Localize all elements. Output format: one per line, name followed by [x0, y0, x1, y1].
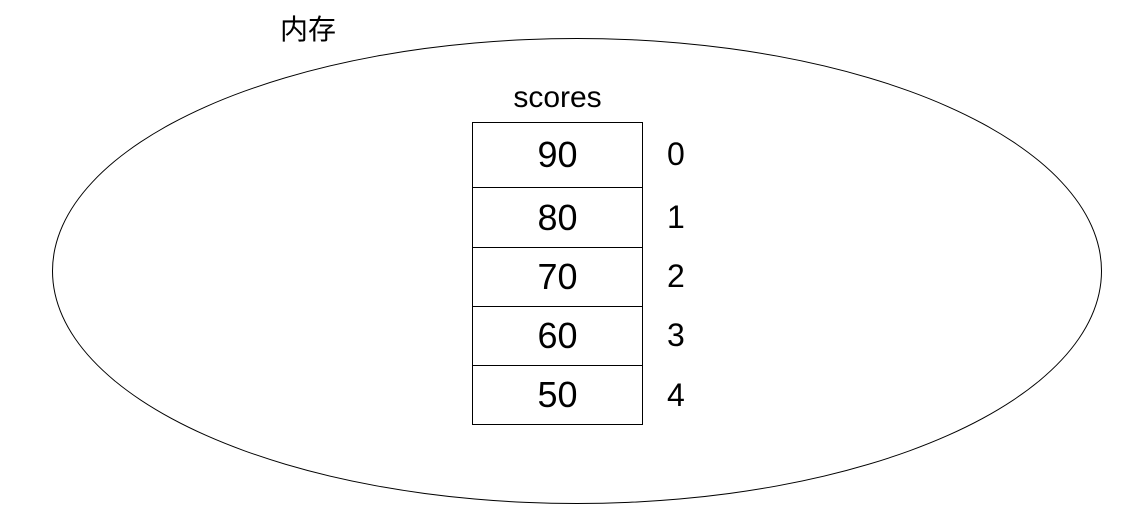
- array-cell-2: 70: [473, 248, 642, 307]
- array-cell-0: 90: [473, 123, 642, 188]
- array-index-1: 1: [667, 198, 685, 235]
- index-column: 0 1 2 3 4: [663, 122, 713, 425]
- memory-label: 内存: [280, 14, 337, 45]
- array-cell-4: 50: [537, 374, 578, 415]
- array-index-4: 4: [667, 376, 685, 413]
- memory-boundary-ellipse: [52, 38, 1102, 504]
- array-name-label: scores: [513, 81, 602, 114]
- array-cell-1: 80: [473, 188, 642, 248]
- array-table: 90 80 70 60 50: [472, 122, 643, 425]
- array-index-3: 3: [667, 317, 685, 353]
- array-index-2: 2: [667, 258, 685, 294]
- array-cell-3: 60: [473, 307, 642, 366]
- array-index-0: 0: [667, 136, 685, 172]
